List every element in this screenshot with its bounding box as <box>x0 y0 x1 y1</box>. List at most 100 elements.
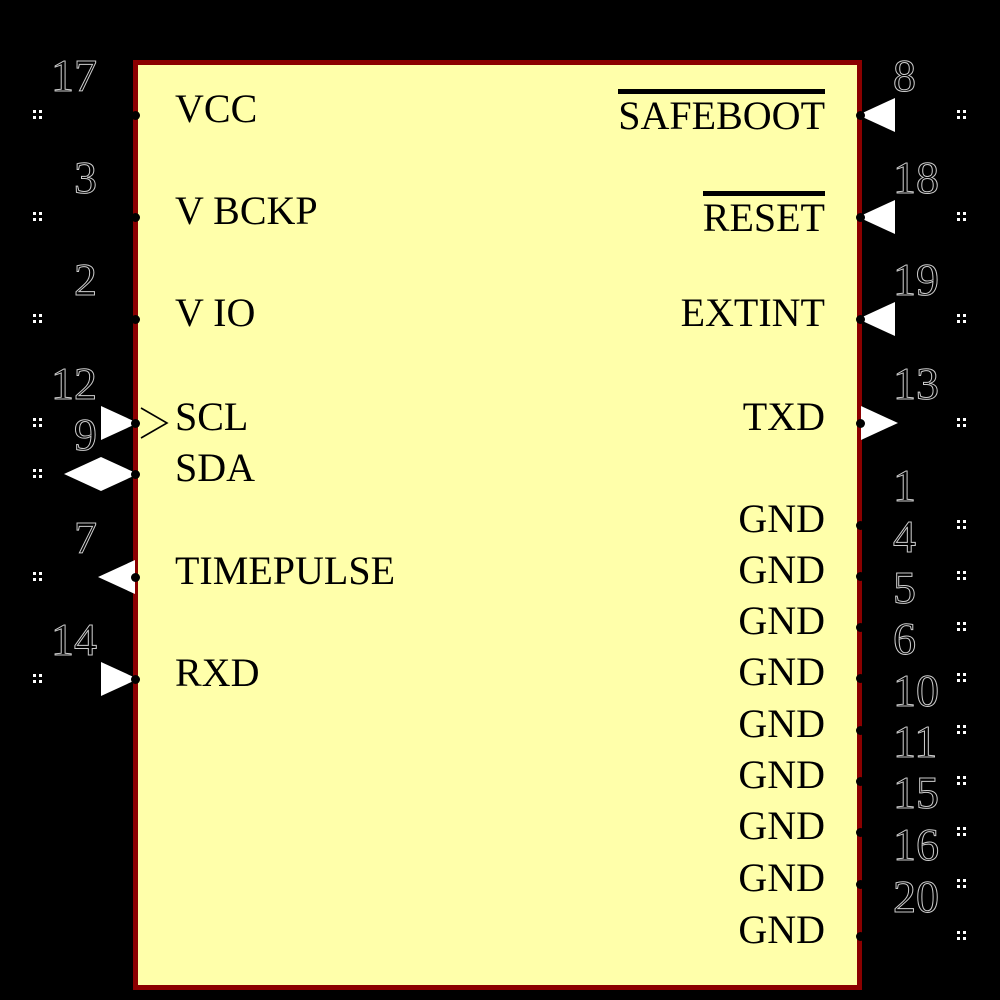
dot <box>963 218 966 221</box>
dot <box>33 572 36 575</box>
pin-terminal-14[interactable] <box>130 674 140 684</box>
pin-marker-dots <box>33 674 44 685</box>
pin-label-safeboot: SAFEBOOT <box>618 89 825 136</box>
dot <box>33 578 36 581</box>
pin-label-gnd: GND <box>738 803 825 848</box>
pin-arrow-output-13[interactable] <box>861 406 898 440</box>
dot <box>957 314 960 317</box>
dot <box>33 218 36 221</box>
pin-marker-dots <box>957 622 968 633</box>
dot <box>957 571 960 574</box>
dot <box>957 116 960 119</box>
pin-terminal-5[interactable] <box>855 622 865 632</box>
pin-terminal-11[interactable] <box>855 776 865 786</box>
pin-marker-dots <box>957 571 968 582</box>
dot <box>957 424 960 427</box>
dot <box>957 320 960 323</box>
pin-label-gnd: GND <box>738 907 825 952</box>
pin-label-gnd: GND <box>738 649 825 694</box>
pin-marker-dots <box>957 931 968 942</box>
pin-label-reset: RESET <box>702 191 825 238</box>
dot <box>963 418 966 421</box>
pin-terminal-12[interactable] <box>130 418 140 428</box>
pin-terminal-13[interactable] <box>855 418 865 428</box>
pin-label-extint: EXTINT <box>680 290 825 335</box>
dot <box>963 731 966 734</box>
pin-terminal-8[interactable] <box>855 110 865 120</box>
pin-terminal-16[interactable] <box>855 879 865 889</box>
dot <box>33 469 36 472</box>
pin-arrow-bidir-left-9[interactable] <box>64 457 101 491</box>
dot <box>33 475 36 478</box>
pin-terminal-9[interactable] <box>130 469 140 479</box>
dot <box>963 571 966 574</box>
pin-number-17: 17 <box>51 50 98 101</box>
dot <box>957 782 960 785</box>
pin-marker-dots <box>957 418 968 429</box>
pin-arrow-output-7[interactable] <box>98 560 135 594</box>
dot <box>39 116 42 119</box>
dot <box>963 776 966 779</box>
dot <box>963 577 966 580</box>
dot <box>963 520 966 523</box>
pin-marker-dots <box>33 314 44 325</box>
pin-marker-dots <box>957 110 968 121</box>
dot <box>957 827 960 830</box>
dot <box>39 572 42 575</box>
pin-terminal-2[interactable] <box>130 314 140 324</box>
dot <box>957 673 960 676</box>
dot <box>39 680 42 683</box>
pin-label-gnd: GND <box>738 496 825 541</box>
clock-input-chevron <box>140 407 169 439</box>
pin-number-15: 15 <box>893 767 940 818</box>
dot <box>963 937 966 940</box>
pin-terminal-6[interactable] <box>855 673 865 683</box>
dot <box>39 212 42 215</box>
pin-marker-dots <box>33 418 44 429</box>
dot <box>33 674 36 677</box>
dot <box>39 314 42 317</box>
pin-label-gnd: GND <box>738 855 825 900</box>
pin-label-v-bckp: V BCKP <box>175 188 318 233</box>
pin-marker-dots <box>33 469 44 480</box>
pin-number-13: 13 <box>893 358 940 409</box>
pin-number-18: 18 <box>893 152 940 203</box>
component-body[interactable] <box>133 60 862 990</box>
pin-terminal-10[interactable] <box>855 725 865 735</box>
pin-number-12: 12 <box>51 358 98 409</box>
pin-label-timepulse: TIMEPULSE <box>175 548 395 593</box>
dot <box>957 679 960 682</box>
pin-terminal-3[interactable] <box>130 212 140 222</box>
dot <box>957 577 960 580</box>
pin-terminal-19[interactable] <box>855 314 865 324</box>
dot <box>963 622 966 625</box>
dot <box>963 885 966 888</box>
dot <box>963 116 966 119</box>
pin-number-11: 11 <box>892 716 938 767</box>
dot <box>957 520 960 523</box>
dot <box>963 110 966 113</box>
pin-label-scl: SCL <box>175 394 249 439</box>
pin-number-6: 6 <box>893 613 917 664</box>
dot <box>957 731 960 734</box>
dot <box>33 320 36 323</box>
pin-marker-dots <box>33 212 44 223</box>
pin-terminal-4[interactable] <box>855 571 865 581</box>
dot <box>39 475 42 478</box>
dot <box>957 931 960 934</box>
dot <box>39 418 42 421</box>
pin-terminal-17[interactable] <box>130 110 140 120</box>
dot <box>39 578 42 581</box>
dot <box>957 885 960 888</box>
dot <box>33 110 36 113</box>
pin-terminal-18[interactable] <box>855 212 865 222</box>
pin-number-5: 5 <box>893 562 917 613</box>
dot <box>957 628 960 631</box>
dot <box>957 218 960 221</box>
pin-terminal-7[interactable] <box>130 572 140 582</box>
pin-terminal-15[interactable] <box>855 827 865 837</box>
pin-terminal-20[interactable] <box>855 931 865 941</box>
pin-number-8: 8 <box>893 50 917 101</box>
pin-terminal-1[interactable] <box>855 520 865 530</box>
dot <box>33 314 36 317</box>
